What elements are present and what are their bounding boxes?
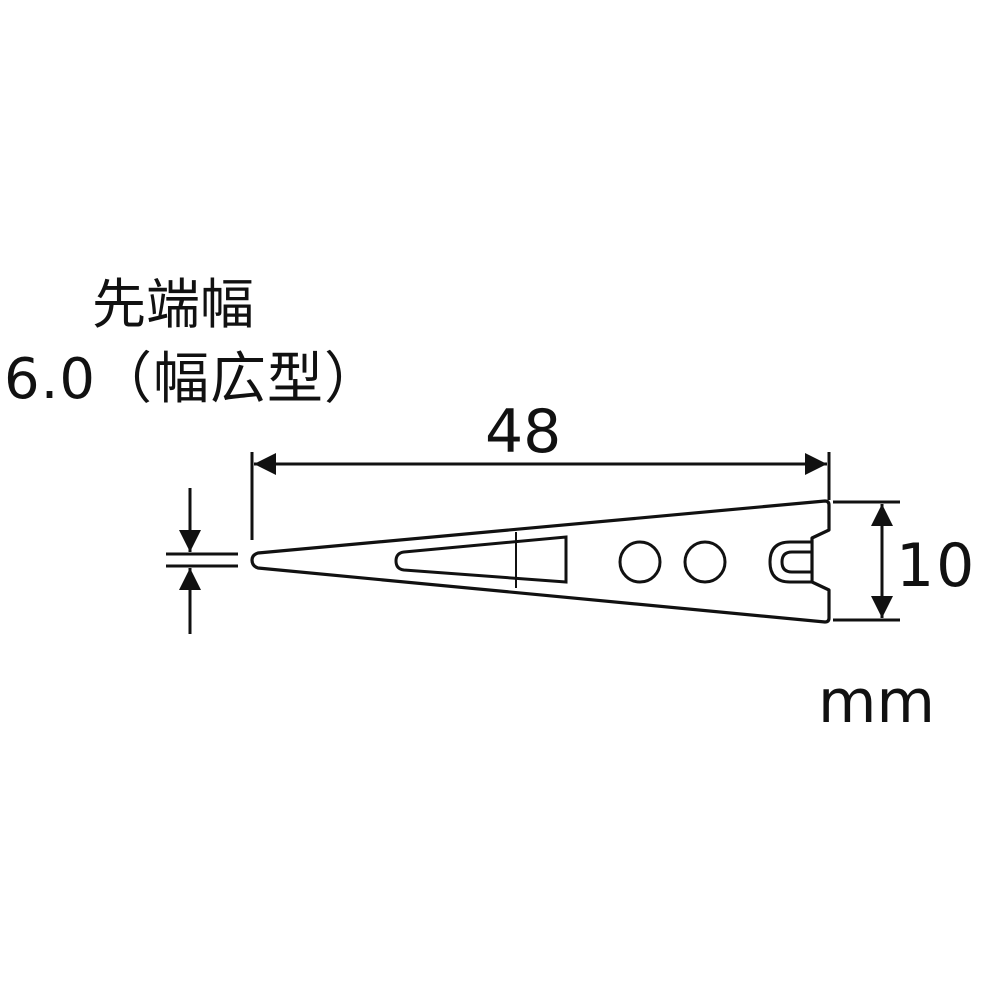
tip-width-value: 6.0（幅広型） <box>4 347 382 412</box>
tweezer-hole-1 <box>618 540 662 584</box>
tip-width-title: 先端幅 <box>92 273 254 336</box>
height-dimension-label: 10 <box>896 531 977 601</box>
tweezer-end-notch <box>768 540 814 584</box>
unit-label: mm <box>818 667 935 737</box>
tweezer-inner-slot <box>394 535 568 584</box>
tweezer-hole-2 <box>683 540 727 584</box>
length-dimension-label: 48 <box>485 397 562 467</box>
